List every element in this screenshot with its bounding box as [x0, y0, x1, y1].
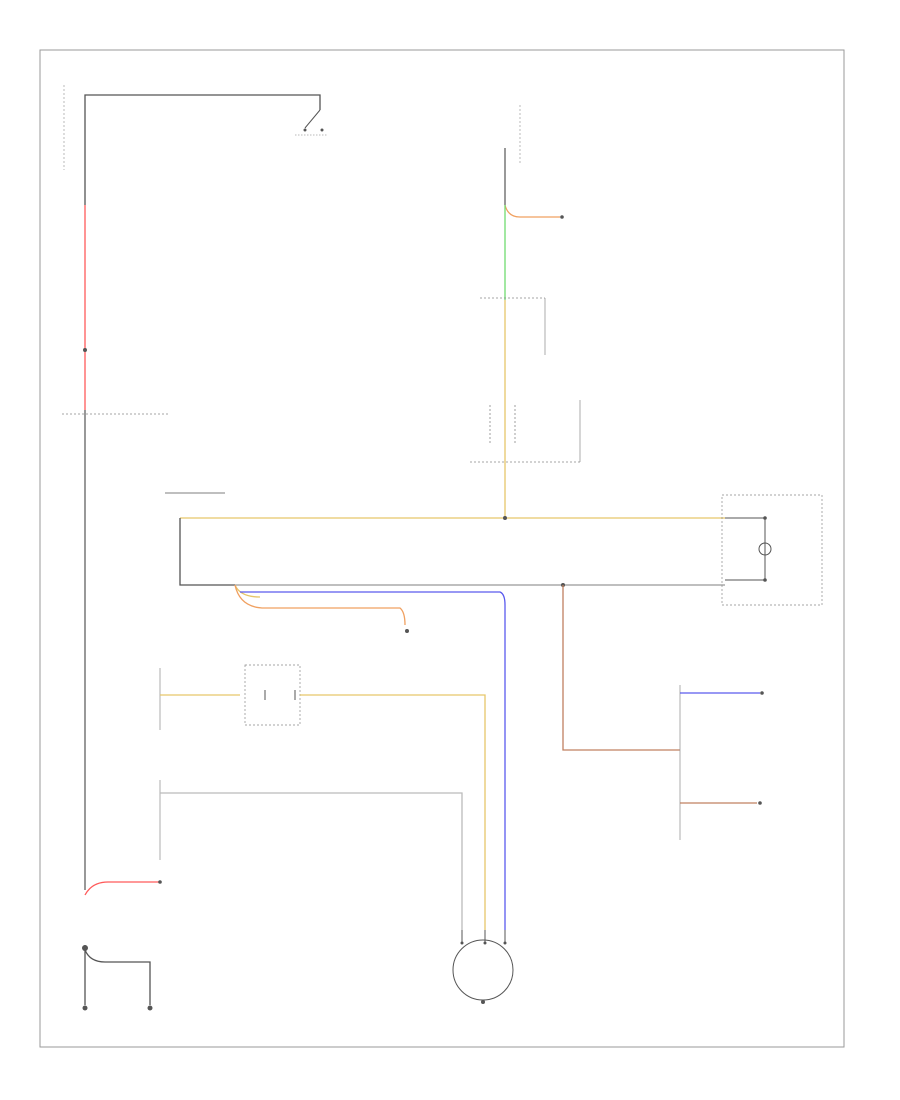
- orange-branch-wire: [504, 204, 560, 218]
- generator-feed-gray-wire: [160, 792, 463, 930]
- generator-feed-orange-wire: [300, 694, 486, 930]
- body-ground-point: [147, 1005, 153, 1011]
- branch-orange-wire: [234, 584, 406, 626]
- bus-left-black-wire: [179, 518, 235, 586]
- fuse-box-lower: [244, 664, 301, 726]
- starter-red-wire: [84, 881, 160, 896]
- instrument-cluster: [721, 494, 823, 606]
- engine-ground-point: [82, 1005, 88, 1011]
- generator-icon: [452, 939, 514, 1001]
- splice-dot: [83, 348, 87, 352]
- ignition-switch: [295, 109, 328, 136]
- body-ground-wire: [84, 949, 151, 1005]
- fuse-element: [470, 400, 581, 463]
- generator: [452, 930, 514, 1004]
- generator-feed-blue-wire: [240, 591, 506, 930]
- diagram-frame: [39, 49, 845, 1048]
- charge-indicator-bulb-icon: [758, 542, 772, 556]
- brown-wire: [562, 585, 680, 751]
- battery-feed-black-wire: [84, 94, 321, 205]
